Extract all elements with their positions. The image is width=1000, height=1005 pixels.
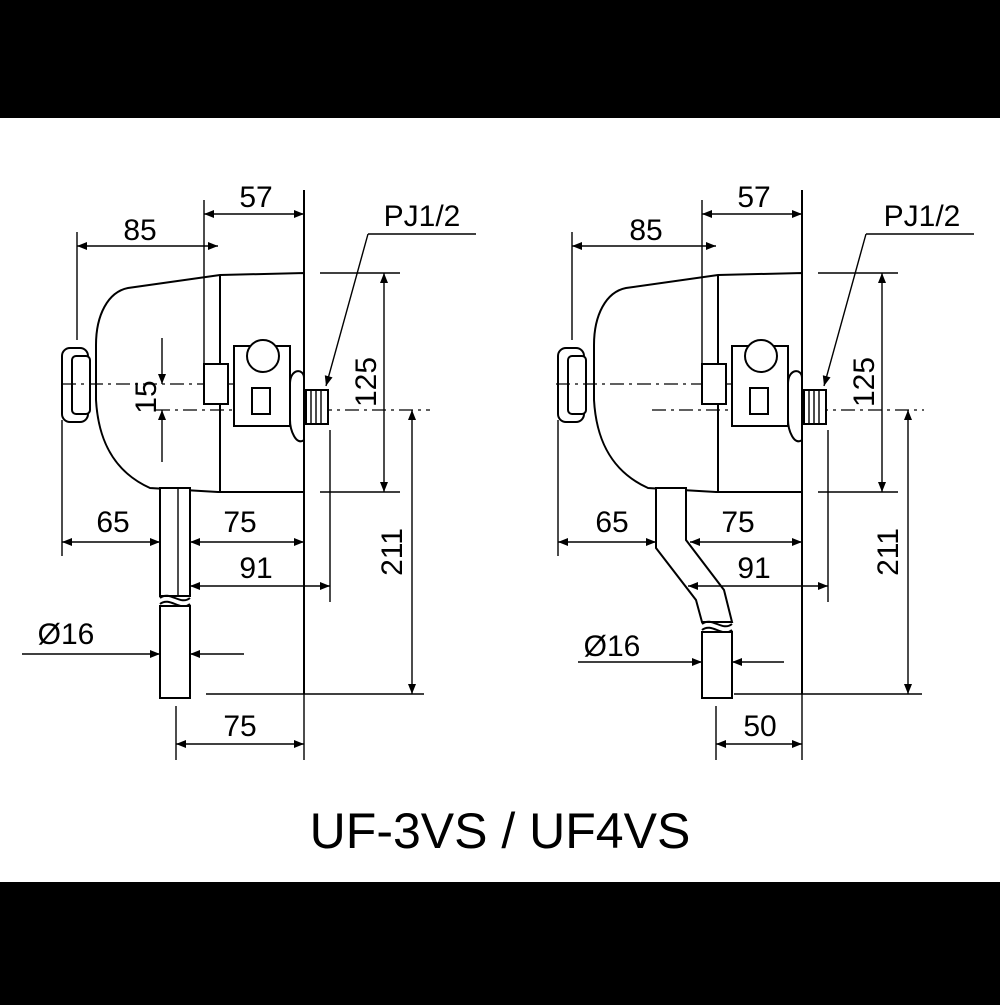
left-pipe-lower [159,605,191,699]
model-title: UF-3VS / UF4VS [310,803,691,859]
right-thread-label: PJ1/2 [884,200,961,233]
left-dim-57: 57 [239,181,272,214]
left-dim-211: 211 [376,528,409,576]
right-dim-dia: Ø16 [584,630,641,663]
right-dim-85: 85 [629,214,662,247]
left-thread-leader [324,233,369,387]
left-view: 85 57 PJ1/2 15 125 211 65 75 91 [22,181,476,760]
right-thread-leader [822,233,867,387]
right-valve-stub [701,363,727,405]
left-push-button-core [71,355,91,415]
left-valve-stub [203,363,229,405]
left-thread-label: PJ1/2 [384,200,461,233]
top-band [0,0,1000,118]
left-dim-65: 65 [96,506,129,539]
right-view: 85 57 PJ1/2 125 211 65 75 91 Ø16 [556,181,974,760]
left-thread-connector [305,389,329,425]
left-pipe-upper [159,487,191,597]
right-push-button-core [567,355,587,415]
left-dim-15: 15 [130,380,163,413]
right-dim-211: 211 [872,528,905,576]
bottom-band [0,882,1000,1000]
right-dim-91: 91 [737,552,770,585]
right-dim-57: 57 [737,181,770,214]
right-dim-75-mid: 75 [721,506,754,539]
left-housing [95,271,305,493]
right-thread-connector [803,389,827,425]
left-flange [289,370,305,443]
left-dim-85: 85 [123,214,156,247]
left-dim-91: 91 [239,552,272,585]
right-dim-50-bottom: 50 [743,710,776,743]
left-valve-knob [246,339,280,373]
right-pipe-lower [701,631,733,699]
right-valve-knob [744,339,778,373]
right-housing [593,271,803,493]
left-dim-75-mid: 75 [223,506,256,539]
right-valve-cartridge [749,387,769,415]
left-valve-cartridge [251,387,271,415]
left-dim-125: 125 [350,357,383,407]
right-flange [787,370,803,443]
left-dim-dia: Ø16 [38,618,95,651]
right-dim-125: 125 [848,357,881,407]
right-dim-65: 65 [595,506,628,539]
left-dim-75-bottom: 75 [223,710,256,743]
